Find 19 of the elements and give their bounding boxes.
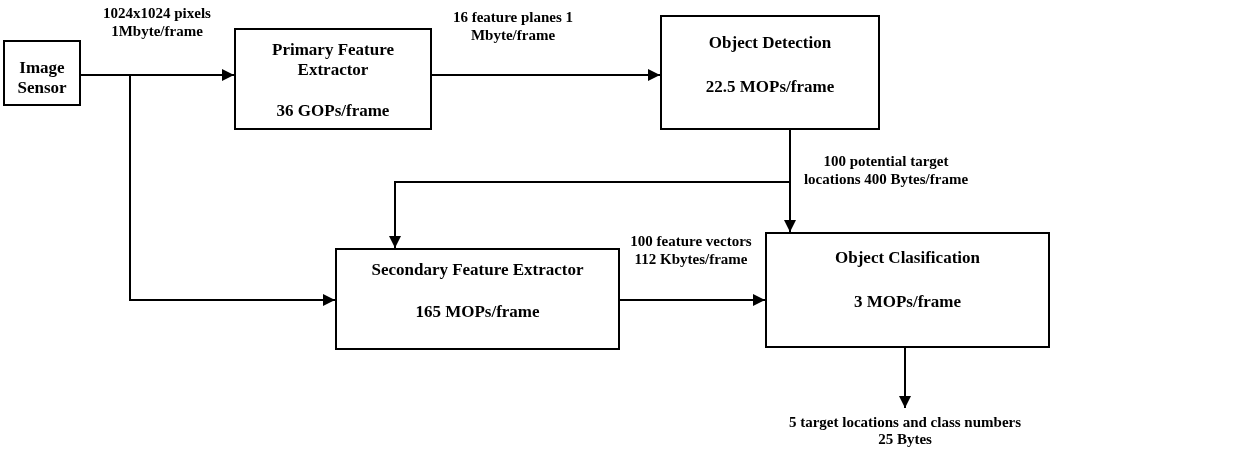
node-detail: 22.5 MOPs/frame — [705, 76, 835, 97]
node-title: Object Detection — [708, 33, 832, 53]
node-detail: 36 GOPs/frame — [276, 101, 390, 121]
process-box — [765, 232, 1050, 348]
arrow — [619, 294, 766, 306]
arrow — [899, 347, 911, 409]
process-box — [660, 15, 880, 130]
node-label: Image Sensor — [16, 58, 68, 98]
process-box — [335, 248, 620, 350]
node-detail: 165 MOPs/frame — [415, 301, 540, 322]
arrow — [431, 69, 661, 81]
node-detail: 25 Bytes — [878, 431, 932, 449]
node-title: Secondary Feature Extractor — [371, 260, 584, 280]
node-detail: 3 MOPs/frame — [853, 291, 962, 312]
node-title: Primary Feature Extractor — [271, 40, 395, 80]
node-title: 5 target locations and class numbers — [788, 413, 1022, 431]
sensor-box — [3, 40, 81, 106]
process-box — [234, 28, 432, 130]
node-title: Object Clasification — [835, 248, 980, 268]
